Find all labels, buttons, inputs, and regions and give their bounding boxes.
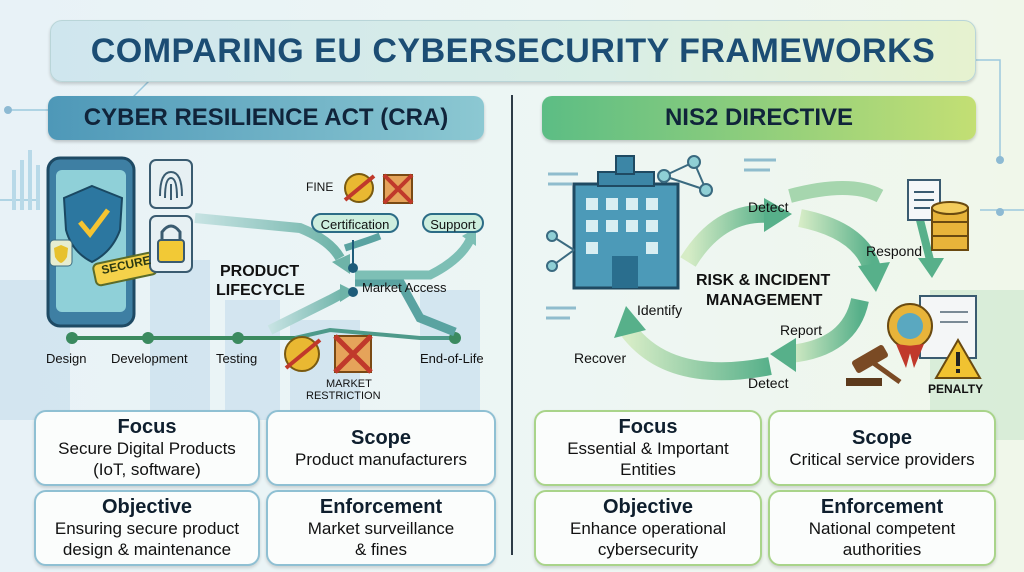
nis2-header-label: NIS2 DIRECTIVE <box>664 104 854 131</box>
certificate-icon <box>887 295 977 368</box>
cra-header: CYBER RESILIENCE ACT (CRA) <box>48 96 484 140</box>
cra-scope-line1: Product manufacturers <box>295 449 467 469</box>
gavel-icon <box>846 345 902 386</box>
nis2-objective-line1: Enhance operational <box>570 519 726 538</box>
cra-objective-line1: Ensuring secure product <box>54 519 240 538</box>
nis2-focus-line2: Entities <box>620 460 676 479</box>
penalty-label: PENALTY <box>928 382 984 396</box>
documents-icon <box>907 179 941 221</box>
stage-testing: Testing <box>216 351 258 366</box>
market-access-label: Market Access <box>362 280 447 295</box>
nis2-enforcement-line1: National competent <box>808 519 956 538</box>
hub-dot-top <box>348 263 358 273</box>
respond-arrow <box>916 219 944 278</box>
certification-pill: Certification <box>311 213 399 233</box>
nis2-enforcement-card: Enforcement National competent authoriti… <box>768 490 996 566</box>
cra-enforcement-line2: & fines <box>355 540 407 559</box>
title-banner: COMPARING EU CYBERSECURITY FRAMEWORKS <box>50 20 976 82</box>
euro-coin-icon-lower <box>284 336 322 372</box>
nis2-objective-title: Objective <box>602 496 694 518</box>
fine-label: FINE <box>306 180 334 194</box>
lifecycle-timeline <box>66 327 461 344</box>
cra-objective-card: Objective Ensuring secure product design… <box>34 490 260 566</box>
risk-label-line2: MANAGEMENT <box>706 292 823 309</box>
stage-end-of-life: End-of-Life <box>420 351 484 366</box>
network-icon <box>546 155 713 272</box>
cra-focus-line1: Secure Digital Products <box>58 439 236 458</box>
cra-objective-title: Objective <box>101 496 193 518</box>
cra-enforcement-card: Enforcement Market surveillance & fines <box>266 490 496 566</box>
detect-top-label: Detect <box>748 199 789 215</box>
market-restriction-line1: MARKET <box>326 378 372 390</box>
nis2-enforcement-title: Enforcement <box>820 496 944 518</box>
database-icon <box>931 201 969 251</box>
detect-bottom-label: Detect <box>748 375 789 391</box>
cra-enforcement-line1: Market surveillance <box>307 519 455 538</box>
cra-focus-title: Focus <box>117 416 177 438</box>
nis2-enforcement-line2: authorities <box>842 540 922 559</box>
crossed-box-icon-lower <box>333 334 373 374</box>
risk-label-line1: RISK & INCIDENT <box>696 272 831 289</box>
bar-chart-decoration <box>12 150 40 210</box>
euro-coin-icon <box>343 173 376 203</box>
mini-shield-icon <box>49 239 73 267</box>
building-icon <box>572 155 680 290</box>
recover-label: Recover <box>574 350 627 366</box>
circuit-dots <box>4 106 1004 216</box>
text-lines-decoration <box>546 158 776 320</box>
lifecycle-arrows <box>194 213 476 337</box>
warning-icon <box>934 338 982 379</box>
padlock-icon <box>149 215 193 273</box>
identify-label: Identify <box>637 302 683 318</box>
cra-focus-card: Focus Secure Digital Products (IoT, soft… <box>34 410 260 486</box>
lifecycle-label-line1: PRODUCT <box>220 263 300 280</box>
shield-check-icon <box>62 184 124 264</box>
crossed-box-icon <box>382 173 414 205</box>
hub-dot-bottom <box>348 287 358 297</box>
page-title: COMPARING EU CYBERSECURITY FRAMEWORKS <box>90 31 936 70</box>
nis2-focus-card: Focus Essential & Important Entities <box>534 410 762 486</box>
respond-label: Respond <box>866 243 923 259</box>
fingerprint-icon <box>149 159 193 209</box>
nis2-scope-line1: Critical service providers <box>789 449 975 469</box>
report-label: Report <box>780 322 823 338</box>
nis2-header: NIS2 DIRECTIVE <box>542 96 976 140</box>
nis2-scope-title: Scope <box>851 426 913 449</box>
stage-design: Design <box>46 351 87 366</box>
market-restriction-line2: RESTRICTION <box>306 390 381 402</box>
stage-development: Development <box>111 351 188 366</box>
center-divider <box>511 95 513 555</box>
lifecycle-label-line2: LIFECYCLE <box>216 282 305 299</box>
nis2-objective-card: Objective Enhance operational cybersecur… <box>534 490 762 566</box>
nis2-focus-title: Focus <box>618 416 678 438</box>
cra-header-label: CYBER RESILIENCE ACT (CRA) <box>83 104 449 131</box>
nis2-objective-line2: cybersecurity <box>597 540 699 559</box>
cra-enforcement-title: Enforcement <box>319 496 443 518</box>
cra-scope-title: Scope <box>350 426 412 449</box>
cra-focus-line2: (IoT, software) <box>93 460 201 479</box>
cra-scope-card: Scope Product manufacturers <box>266 410 496 486</box>
incident-cycle-arrows <box>614 181 890 381</box>
cra-objective-line2: design & maintenance <box>62 540 232 559</box>
nis2-scope-card: Scope Critical service providers <box>768 410 996 486</box>
nis2-focus-line1: Essential & Important <box>567 439 729 458</box>
support-pill: Support <box>422 213 484 233</box>
